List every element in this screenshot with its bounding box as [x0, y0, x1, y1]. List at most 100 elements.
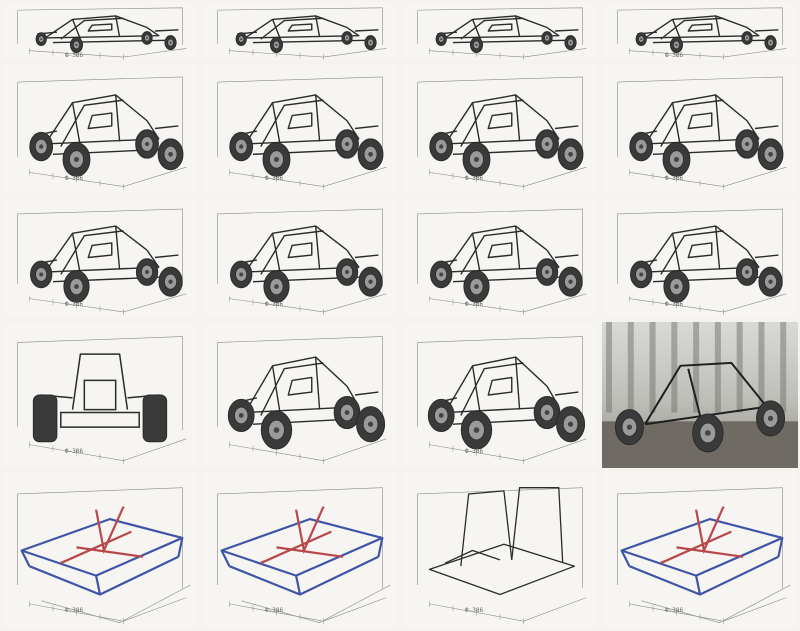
wheel-drawing: [469, 36, 484, 53]
dimension-lines: [217, 7, 387, 60]
dimension-label: Ф-386: [65, 301, 84, 308]
wheel-drawing: [227, 398, 255, 433]
cell-r1-c2: [202, 2, 398, 60]
wheel-drawing: [230, 260, 253, 289]
wheel-drawing: [30, 260, 53, 289]
dimension-label: Ф-386: [665, 52, 684, 59]
sketch-svg: [217, 7, 387, 60]
wheel-drawing: [69, 36, 84, 53]
wheel-drawing: [735, 129, 759, 159]
wheel-drawing: [269, 36, 284, 53]
sketch-svg: [17, 336, 187, 464]
dimension-lines: [17, 487, 187, 625]
wheel-drawing: [430, 260, 453, 289]
dimension-lines: [217, 487, 387, 625]
wheel-drawing: [663, 270, 690, 303]
wheel-drawing: [564, 35, 577, 51]
sketch-svg: [417, 7, 587, 60]
wheel-drawing: [460, 410, 493, 450]
wheel-drawing: [533, 395, 561, 430]
wheel-drawing: [535, 129, 559, 159]
wheel-drawing: [757, 138, 784, 171]
sketch-svg: [417, 76, 587, 190]
wheel-drawing: [164, 35, 177, 51]
wheel-drawing: [235, 32, 247, 46]
wheel-drawing: [427, 398, 455, 433]
wheel-drawing: [29, 131, 54, 162]
sketch-svg: [17, 7, 187, 60]
wheel-drawing: [135, 129, 159, 159]
sketch-svg: [617, 76, 787, 190]
cell-r5-c1: Ф-386: [2, 472, 198, 629]
cell-r2-c2: Ф-386: [202, 64, 398, 193]
sketch-svg: [617, 208, 787, 315]
cell-r4-c2: [202, 322, 398, 468]
wheel-drawing: [429, 131, 454, 162]
sketch-svg: [417, 208, 587, 315]
dimension-lines: [417, 7, 587, 60]
dimension-lines: [617, 208, 787, 315]
buggy-frame-drawing: [437, 225, 579, 283]
cell-r1-c3: [402, 2, 598, 60]
wheel-drawing: [263, 270, 290, 303]
dimension-label: Ф-386: [65, 448, 84, 455]
cell-r2-c1: Ф-386: [2, 64, 198, 193]
dimension-lines: [617, 487, 787, 625]
dimension-label: Ф-386: [65, 175, 84, 182]
dimension-label: Ф-386: [665, 301, 684, 308]
wheel-drawing: [692, 413, 724, 453]
dimension-lines: [217, 76, 387, 190]
wheel-drawing: [630, 260, 653, 289]
tube-frame-drawing: [20, 506, 191, 624]
wheel-drawing: [463, 270, 490, 303]
dimension-label: Ф-386: [65, 607, 84, 614]
sketch-svg: [217, 487, 391, 625]
cell-r4-c1: Ф-386: [2, 322, 198, 468]
wheel-drawing: [357, 138, 384, 171]
dimension-lines: [217, 208, 387, 315]
dimension-lines: [417, 487, 587, 625]
sketch-svg: [602, 322, 798, 468]
sketch-svg: [17, 208, 187, 315]
cell-r3-c4: Ф-386: [602, 197, 798, 318]
sketch-svg: [417, 336, 587, 464]
wheel-drawing: [462, 142, 491, 177]
dimension-lines: [617, 7, 787, 60]
wheel-drawing: [435, 32, 447, 46]
wheel-drawing: [35, 32, 47, 46]
tub-frame-drawing: [428, 487, 576, 596]
sketch-svg: [617, 487, 791, 625]
wheel-drawing: [556, 406, 586, 443]
buggy-frame-drawing: [37, 15, 179, 44]
wheel-drawing: [262, 142, 291, 177]
dimension-lines: [617, 76, 787, 190]
cell-r5-c2: Ф-386: [202, 472, 398, 629]
cell-r4-c4: [602, 322, 798, 468]
sketch-svg: [217, 208, 387, 315]
buggy-frame-drawing: [37, 225, 179, 283]
cell-r5-c3: Ф-386: [402, 472, 598, 629]
wheel-drawing: [333, 395, 361, 430]
buggy-frame-drawing: [237, 15, 379, 44]
sketch-svg: [217, 76, 387, 190]
wheel-drawing: [364, 35, 377, 51]
dimension-label: Ф-386: [465, 448, 484, 455]
dimension-label: Ф-386: [265, 607, 284, 614]
wheel-drawing: [358, 266, 383, 297]
tube-frame-drawing: [620, 506, 791, 624]
dimension-lines: [417, 76, 587, 190]
wheel-drawing: [335, 129, 359, 159]
dimension-lines: [17, 76, 187, 190]
wheel-drawing: [741, 31, 753, 45]
dimension-lines: [17, 336, 187, 464]
wheel-drawing: [229, 131, 254, 162]
wheel-drawing: [758, 266, 783, 297]
sketch-svg: [617, 7, 787, 60]
wheel-drawing: [557, 138, 584, 171]
dimension-lines: [417, 208, 587, 315]
cell-r2-c4: Ф-386: [602, 64, 798, 193]
dimension-label: Ф-386: [265, 301, 284, 308]
wheel-drawing: [535, 258, 559, 286]
wheel-drawing: [614, 409, 644, 446]
wheel-drawing: [158, 266, 183, 297]
